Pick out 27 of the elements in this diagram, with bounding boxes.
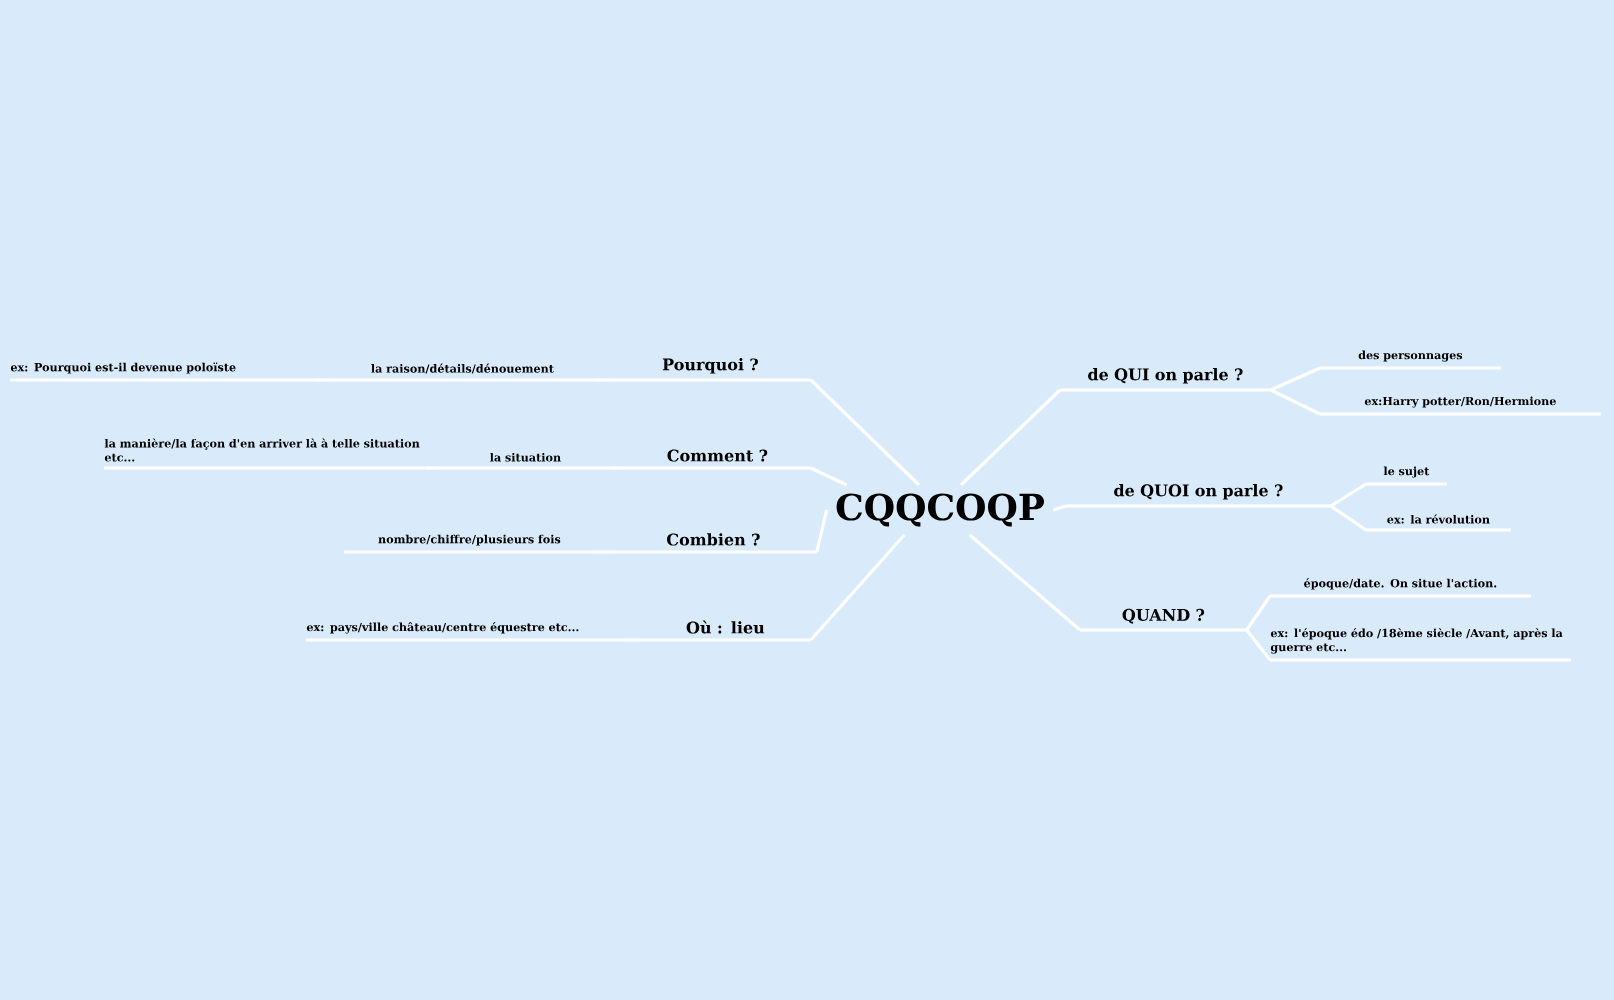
branch-topic: Comment ? bbox=[624, 449, 811, 470]
branch-line bbox=[1245, 629, 1272, 661]
branch-line bbox=[424, 466, 440, 470]
branch-topic: Où : lieu bbox=[640, 620, 811, 642]
branch-topic: de QUI on parle ? bbox=[1060, 368, 1271, 392]
branch-line bbox=[594, 378, 610, 382]
branch-line bbox=[1270, 388, 1321, 416]
branch-line bbox=[610, 466, 624, 470]
branch-line bbox=[1245, 595, 1272, 631]
branch-topic: de QUOI on parle ? bbox=[1066, 484, 1331, 508]
branch-line bbox=[1329, 504, 1367, 532]
branch-line bbox=[594, 550, 610, 554]
branch-line bbox=[624, 638, 640, 642]
branch-line bbox=[809, 378, 921, 487]
branch-line bbox=[809, 533, 906, 642]
central-topic: CQQCOQP bbox=[836, 493, 1044, 527]
branch-line bbox=[1270, 366, 1321, 392]
branch-topic: Combien ? bbox=[610, 533, 817, 554]
branch-line bbox=[968, 533, 1082, 632]
branch-line bbox=[1052, 504, 1067, 512]
branch-topic: QUAND ? bbox=[1080, 608, 1247, 632]
branch-line bbox=[314, 378, 330, 382]
branch-line bbox=[959, 388, 1062, 487]
branch-line bbox=[810, 466, 848, 487]
branch-line bbox=[815, 509, 829, 553]
branch-line bbox=[1329, 482, 1367, 508]
branch-topic: Pourquoi ? bbox=[610, 358, 811, 382]
